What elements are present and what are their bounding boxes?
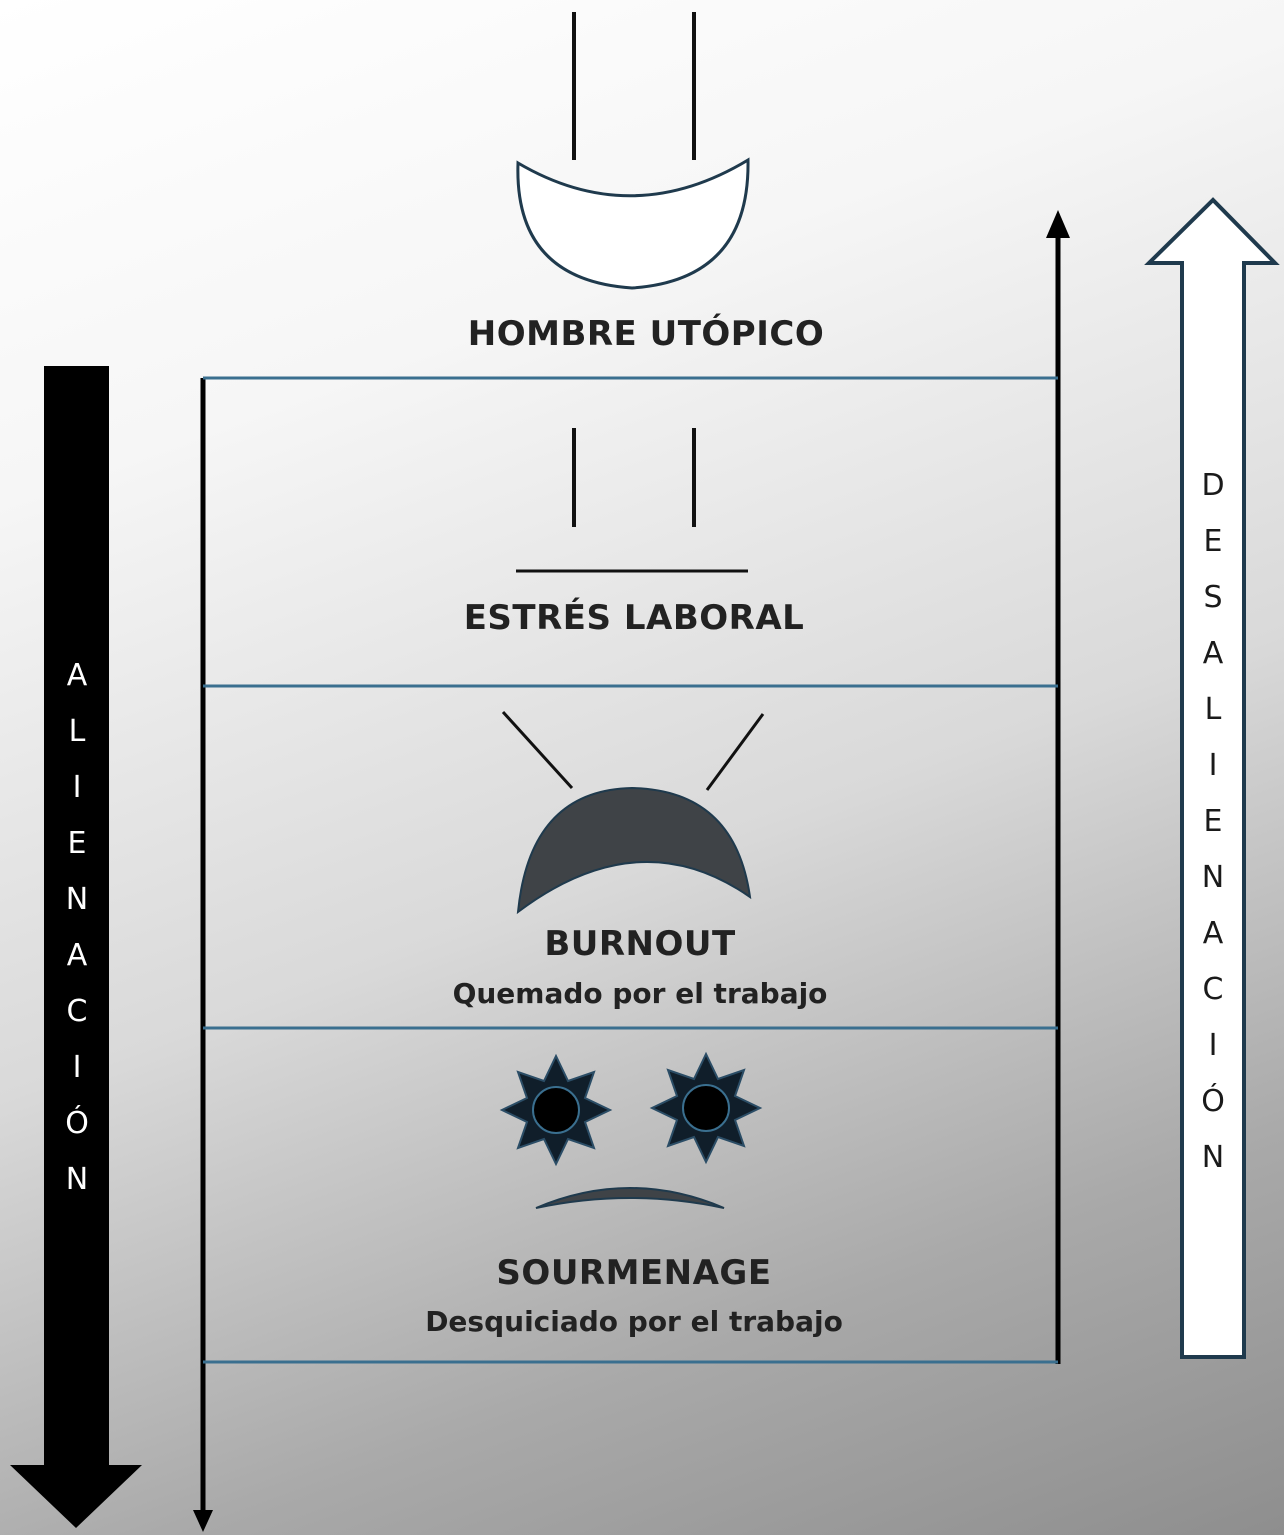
- vertical-letter: N: [1201, 1140, 1225, 1175]
- vertical-letter: A: [66, 938, 88, 973]
- vertical-letter: L: [68, 714, 86, 749]
- vertical-letter: N: [65, 1162, 89, 1197]
- vertical-letter: Ó: [65, 1106, 89, 1141]
- dizzy-face-icon: [499, 1051, 763, 1209]
- vertical-letter: E: [1203, 804, 1223, 839]
- vertical-letter: I: [72, 770, 82, 805]
- level-title-hombre-utopico: HOMBRE UTÓPICO: [467, 314, 825, 354]
- vertical-letter: E: [1203, 524, 1223, 559]
- vertical-letter: N: [1201, 860, 1225, 895]
- level-subtitle-sourmenage: Desquiciado por el trabajo: [425, 1305, 843, 1338]
- desalienacion-arrow: [1144, 197, 1280, 1359]
- frowning-face-icon: [501, 710, 765, 915]
- descending-axis: [193, 378, 213, 1532]
- vertical-letter: D: [1201, 468, 1225, 503]
- smiling-face-icon: [516, 12, 750, 290]
- star-eye-right-icon: [649, 1051, 763, 1165]
- level-title-sourmenage: SOURMENAGE: [496, 1253, 772, 1293]
- level-title-burnout: BURNOUT: [544, 924, 736, 964]
- level-subtitle-burnout: Quemado por el trabajo: [452, 977, 828, 1010]
- vertical-letter: E: [67, 826, 87, 861]
- level-title-estres-laboral: ESTRÉS LABORAL: [463, 598, 805, 638]
- vertical-letter: C: [66, 994, 88, 1029]
- vertical-letter: N: [65, 882, 89, 917]
- vertical-letter: Ó: [1201, 1084, 1225, 1119]
- vertical-letter: I: [1208, 748, 1218, 783]
- neutral-face-icon: [516, 428, 748, 573]
- vertical-letter: I: [1208, 1028, 1218, 1063]
- alienacion-arrow: [10, 366, 142, 1528]
- vertical-letter: L: [1204, 692, 1222, 727]
- vertical-letter: S: [1203, 580, 1223, 615]
- star-eye-left-icon: [499, 1053, 613, 1167]
- vertical-letter: C: [1202, 972, 1224, 1007]
- vertical-letter: A: [1202, 636, 1224, 671]
- vertical-letter: A: [66, 658, 88, 693]
- vertical-letter: I: [72, 1050, 82, 1085]
- vertical-letter: A: [1202, 916, 1224, 951]
- ascending-axis: [1046, 210, 1070, 1364]
